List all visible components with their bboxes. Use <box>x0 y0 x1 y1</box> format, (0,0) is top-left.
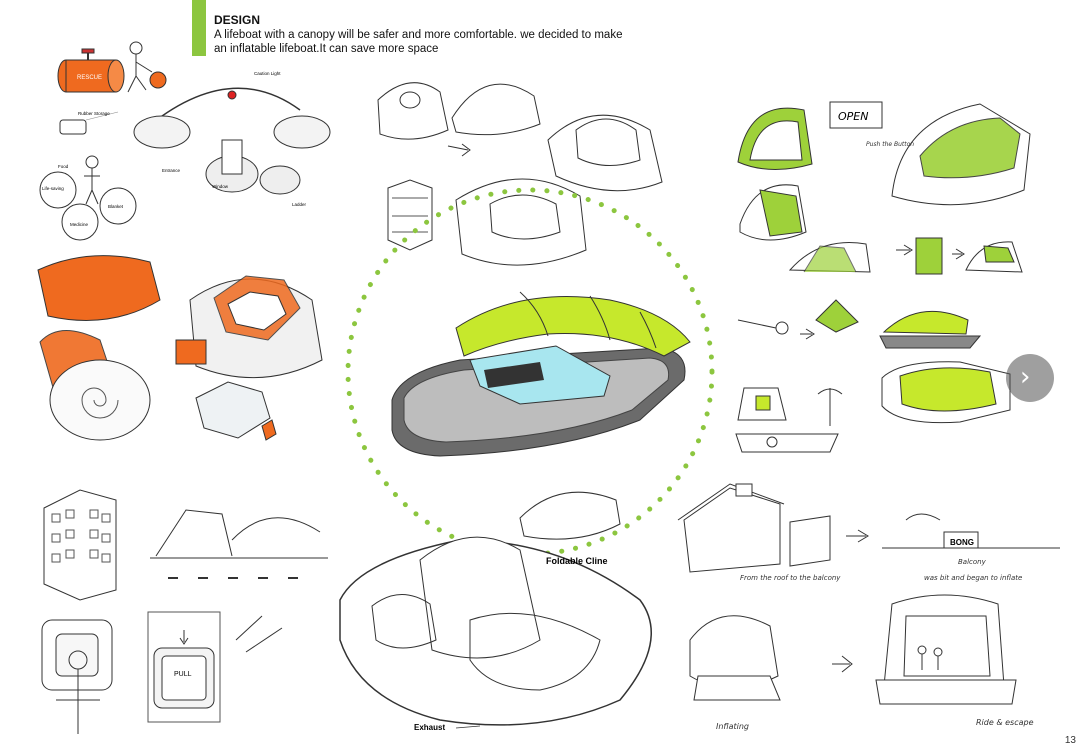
next-slide-button[interactable]: › <box>1006 354 1054 402</box>
caution-light-label: Caution Light <box>254 71 281 76</box>
header-description: A lifeboat with a canopy will be safer a… <box>214 28 674 56</box>
pull-box-sketch: PULL <box>41 611 283 734</box>
ride-escape-label: Ride & escape <box>976 718 1034 727</box>
inflating-label: Inflating <box>716 722 750 731</box>
window-label: Window <box>212 184 229 189</box>
chevron-right-icon: › <box>1020 362 1031 392</box>
balcony-label: Balcony <box>958 558 986 566</box>
foldable-cline-label: Foldable Cline <box>546 556 608 566</box>
life-saving-label: Life-saving <box>42 186 64 191</box>
deploy-sequence-sketches <box>735 299 1011 453</box>
open-sign-label: OPEN <box>838 110 868 123</box>
outline-lifeboat-sketch: Foldable Cline Exhaust <box>339 491 652 732</box>
green-canopy-sketches: OPEN <box>737 101 1031 275</box>
page-number: 13 <box>1064 735 1076 746</box>
orange-pack-sketch <box>37 255 323 441</box>
rubber-storage-label: Rubber Storage <box>78 111 110 116</box>
pull-label: PULL <box>174 671 192 678</box>
rescue-label: RESCUE <box>77 75 102 81</box>
blanket-label: Blanket <box>108 204 124 209</box>
exploded-lifeboat-diagram: Caution Light Rubber Storage Food Life-s… <box>39 71 331 241</box>
food-label: Food <box>58 164 69 169</box>
bong-label: BONG <box>950 538 974 547</box>
header-title: DESIGN <box>214 13 261 27</box>
hull-sketches <box>377 82 663 266</box>
exhaust-label: Exhaust <box>414 723 445 732</box>
dotted-circle-frame <box>345 187 715 557</box>
header-description-line-2: an inflatable lifeboat.It can save more … <box>214 43 439 55</box>
inflate-note-label: was bit and began to inflate <box>924 574 1023 582</box>
design-header: DESIGN A lifeboat with a canopy will be … <box>192 0 712 56</box>
building-street-sketch <box>43 489 328 601</box>
entrance-label: Entrance <box>162 168 181 173</box>
house-balcony-sketches: BONG <box>677 483 1060 705</box>
push-button-label: Push the Button <box>866 141 915 148</box>
header-description-line-1: A lifeboat with a canopy will be safer a… <box>214 29 623 41</box>
flow-arrows <box>447 143 965 340</box>
roof-to-balcony-label: From the roof to the balcony <box>740 574 841 582</box>
rescue-canister-sketch: RESCUE <box>57 41 167 93</box>
medicine-label: Medicine <box>70 222 89 227</box>
accent-bar <box>192 0 206 56</box>
main-lifeboat-render <box>391 291 691 457</box>
ladder-label: Ladder <box>292 202 307 207</box>
